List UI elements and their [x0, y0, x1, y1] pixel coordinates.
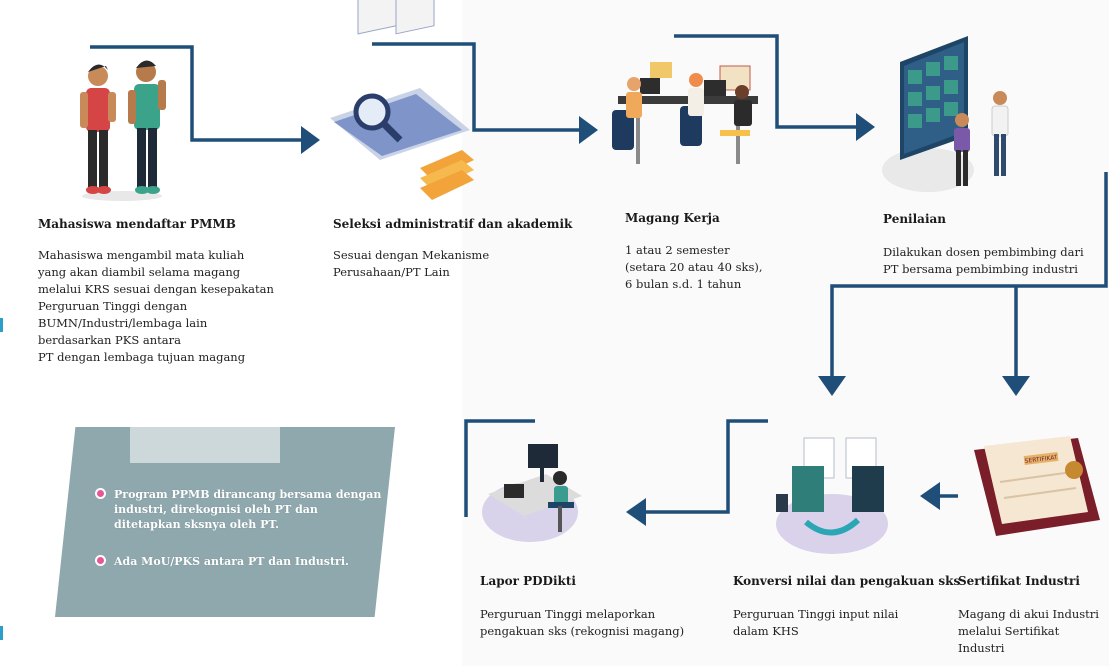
- office-team-illustration: [612, 62, 758, 164]
- connector-3-4: [674, 34, 856, 129]
- arrow-right-icon: [301, 126, 320, 154]
- arrowheads: [301, 113, 1030, 526]
- note-item: Program PPMB dirancang bersama dengan in…: [95, 487, 381, 532]
- bullet-icon: [95, 488, 106, 499]
- note-tape: [130, 427, 280, 463]
- arrow-left-icon: [626, 498, 646, 526]
- step-3-title: Magang Kerja: [625, 211, 720, 225]
- workstation-illustration: [482, 444, 582, 542]
- document-conversion-illustration: [776, 437, 888, 554]
- evaluation-board-illustration: [882, 36, 1009, 192]
- connector-2-3: [372, 42, 580, 132]
- step-6-title: Konversi nilai dan pengakuan sks: [733, 574, 961, 588]
- arrow-down-icon: [818, 376, 846, 396]
- step-3-description: 1 atau 2 semester (setara 20 atau 40 sks…: [625, 243, 763, 291]
- note-text: Ada MoU/PKS antara PT dan Industri.: [114, 555, 349, 568]
- connectors: [90, 34, 1108, 517]
- note-text: Program PPMB dirancang bersama dengan in…: [114, 488, 382, 531]
- step-4-description: Dilakukan dosen pembimbing dari PT bersa…: [883, 245, 1084, 276]
- step-2-title: Seleksi administratif dan akademik: [333, 217, 573, 231]
- left-edge-marker: [0, 626, 3, 640]
- certificate-label: SERTIFIKAT: [1024, 454, 1058, 465]
- arrow-left-icon: [920, 482, 940, 510]
- bullet-icon: [95, 555, 106, 566]
- note-item: Ada MoU/PKS antara PT dan Industri.: [95, 554, 349, 569]
- left-edge-marker: [0, 318, 3, 332]
- step-5-title: Sertifikat Industri: [958, 574, 1080, 588]
- certificate-illustration: SERTIFIKAT: [974, 436, 1100, 536]
- arrow-down-icon: [1002, 376, 1030, 396]
- students-illustration: [80, 60, 166, 201]
- step-2-description: Sesuai dengan Mekanisme Perusahaan/PT La…: [333, 248, 490, 279]
- step-1-title: Mahasiswa mendaftar PMMB: [38, 217, 236, 231]
- connector-1-2: [90, 45, 302, 142]
- step-7-description: Perguruan Tinggi melaporkan pengakuan sk…: [480, 607, 685, 638]
- arrow-right-icon: [579, 116, 598, 144]
- arrow-right-icon: [856, 113, 875, 141]
- step-5-description: Magang di akui Industri melalui Sertifik…: [958, 607, 1099, 655]
- step-6-description: Perguruan Tinggi input nilai dalam KHS: [733, 607, 899, 638]
- step-1-description: Mahasiswa mengambil mata kuliah yang aka…: [38, 248, 274, 364]
- connector-6-left: [644, 419, 768, 514]
- connector-7-top: [464, 419, 535, 517]
- note-box: Program PPMB dirancang bersama dengan in…: [55, 427, 395, 617]
- step-7-title: Lapor PDDikti: [480, 574, 576, 588]
- magnifier-documents-illustration: [330, 0, 474, 200]
- connector-4-down: [830, 172, 1108, 376]
- step-4-title: Penilaian: [883, 212, 947, 226]
